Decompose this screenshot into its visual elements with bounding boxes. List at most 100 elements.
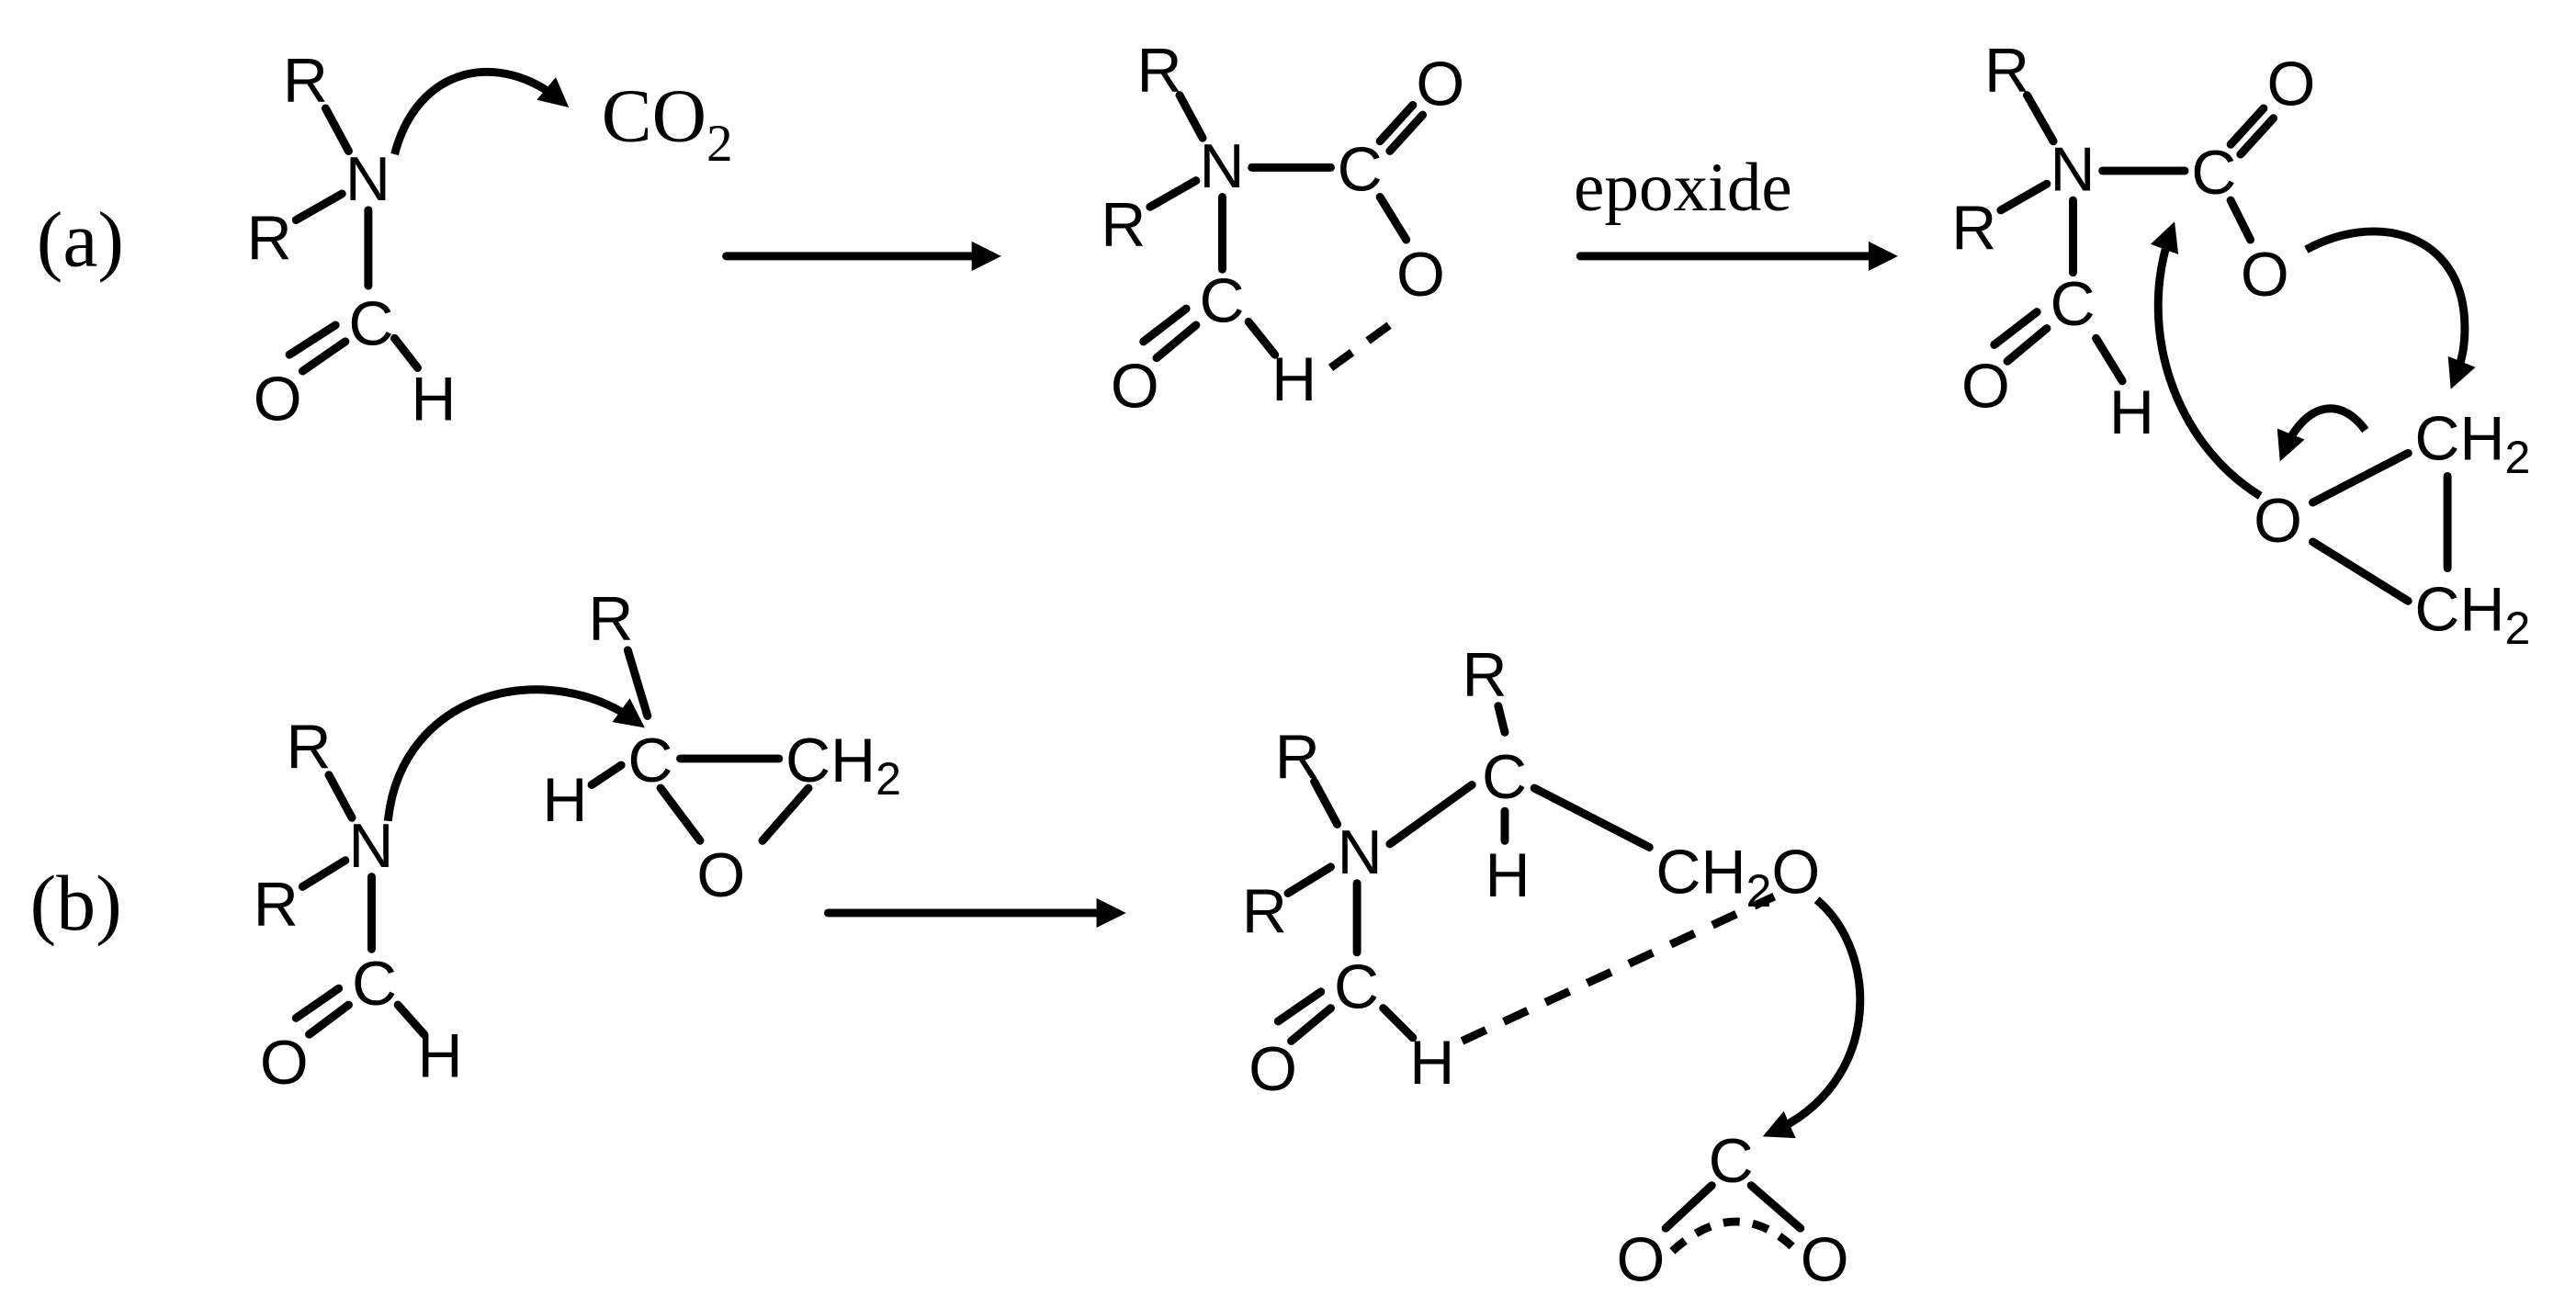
- curved-arrow: [2150, 221, 2263, 500]
- atom-R: R: [247, 204, 292, 273]
- bond: [393, 1000, 429, 1039]
- double-bond: [2226, 104, 2268, 149]
- atom-O: O: [1801, 1225, 1849, 1294]
- reagent-epoxide-label: epoxide: [1574, 150, 1792, 226]
- ch2-group: CH2: [2414, 405, 2530, 483]
- atom-O: O: [260, 1029, 309, 1098]
- atom-H: H: [1409, 1029, 1454, 1098]
- atom-N: N: [1338, 818, 1383, 887]
- label-part-b: (b): [30, 860, 122, 947]
- co2-formula: CO2: [602, 74, 733, 173]
- bond: [2092, 333, 2127, 386]
- bond: [1310, 777, 1342, 828]
- ch2o-group: CH2O: [1655, 839, 1820, 917]
- curved-arrow: [383, 685, 645, 822]
- amide-molecule-a1: R R N C O H: [247, 47, 457, 434]
- atom-O: O: [2241, 241, 2289, 310]
- bond: [1146, 176, 1201, 211]
- bond: [587, 761, 626, 789]
- atom-C: C: [352, 950, 397, 1019]
- bond: [1530, 783, 1654, 851]
- atom-N: N: [1199, 132, 1244, 201]
- atom-N: N: [2050, 135, 2095, 204]
- ch2-group: CH2: [785, 727, 901, 805]
- atom-H: H: [2109, 378, 2154, 447]
- epoxide-attack-a3: R R N C O O C O H: [1951, 37, 2315, 447]
- atom-C: C: [1199, 266, 1244, 335]
- double-bond: [1139, 304, 1191, 346]
- atom-R: R: [254, 871, 299, 940]
- atom-O: O: [696, 841, 745, 910]
- atom-O: O: [2266, 50, 2315, 118]
- bond: [321, 104, 353, 155]
- atom-O: O: [1111, 352, 1159, 421]
- atom-N: N: [345, 145, 390, 214]
- atom-R: R: [283, 47, 328, 116]
- bond: [1746, 1181, 1805, 1233]
- bond: [1494, 702, 1509, 737]
- bond: [656, 783, 705, 845]
- delocalization-arc: [1669, 1217, 1801, 1255]
- atom-N: N: [348, 812, 393, 881]
- double-bond: [1385, 110, 1428, 155]
- bond: [1283, 862, 1335, 897]
- co2-reagent: CO2: [602, 74, 733, 173]
- atom-O: O: [254, 366, 302, 434]
- curved-arrow: [1762, 896, 1865, 1139]
- double-bond: [291, 984, 344, 1022]
- atom-C: C: [1709, 1127, 1754, 1196]
- bond: [298, 856, 350, 891]
- atom-R: R: [588, 585, 633, 654]
- atom-O: O: [1416, 50, 1464, 118]
- bond: [1385, 781, 1476, 849]
- bond: [2022, 91, 2058, 146]
- bond: [291, 189, 346, 225]
- co2-molecule-b: C O O: [1617, 1127, 1849, 1294]
- atom-R: R: [1242, 877, 1287, 946]
- hydrogen-bond: [1328, 311, 1406, 372]
- double-bond: [1990, 308, 2041, 349]
- double-bond: [1273, 987, 1326, 1026]
- atom-O: O: [1248, 1035, 1297, 1104]
- ch2-group: CH2: [2414, 575, 2530, 653]
- atom-C: C: [2191, 139, 2236, 208]
- atom-R: R: [1137, 37, 1182, 106]
- amide-molecule-b1: R R N C O H: [254, 714, 463, 1098]
- atom-O: O: [1396, 241, 1445, 310]
- atom-C: C: [627, 727, 672, 795]
- atom-R: R: [1951, 195, 1996, 264]
- bond: [758, 783, 813, 845]
- atom-C: C: [2050, 270, 2095, 339]
- atom-R: R: [1462, 641, 1507, 710]
- atom-R: R: [1101, 191, 1146, 260]
- double-bond: [1287, 1004, 1335, 1045]
- label-part-a: (a): [37, 197, 124, 284]
- atom-C: C: [348, 289, 393, 358]
- atom-O: O: [1961, 352, 2010, 421]
- atom-C: C: [1334, 953, 1379, 1022]
- curved-arrow: [2304, 227, 2476, 389]
- bond: [623, 646, 652, 720]
- atom-H: H: [1486, 841, 1531, 910]
- bond: [2226, 196, 2255, 244]
- curved-arrow: [2277, 404, 2369, 462]
- atom-R: R: [1984, 37, 2029, 106]
- bond: [1996, 179, 2051, 215]
- bond: [390, 333, 422, 372]
- atom-C: C: [1338, 135, 1383, 204]
- double-bond: [1375, 100, 1418, 146]
- double-bond: [298, 337, 350, 376]
- bond: [324, 771, 356, 822]
- ethylene-oxide-a: CH2 CH2 O: [2254, 405, 2530, 654]
- atom-R: R: [287, 714, 332, 783]
- bond: [1244, 317, 1280, 359]
- bond: [2309, 448, 2412, 507]
- double-bond: [305, 1000, 353, 1039]
- bond: [1379, 1004, 1418, 1042]
- atom-O: O: [1617, 1225, 1666, 1294]
- atom-H: H: [542, 766, 587, 835]
- bond: [1175, 91, 1207, 142]
- bond: [1375, 193, 1411, 244]
- bond: [1661, 1181, 1716, 1233]
